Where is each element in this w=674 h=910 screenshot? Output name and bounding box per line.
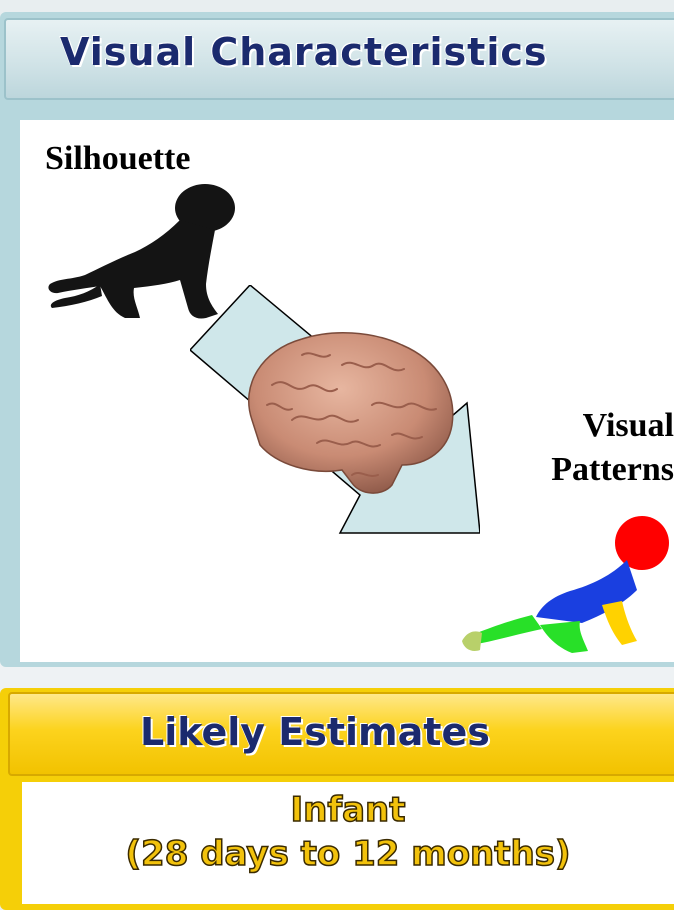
visual-patterns-label: Visual Patterns	[504, 404, 674, 492]
visual-patterns-line2: Patterns	[504, 448, 674, 492]
color-pattern-baby-icon	[462, 505, 674, 660]
estimate-category: Infant	[22, 788, 674, 832]
estimate-age-range: (28 days to 12 months)	[22, 832, 674, 876]
age-estimate: Infant (28 days to 12 months)	[22, 788, 674, 876]
visual-patterns-line1: Visual	[504, 404, 674, 448]
brain-icon	[232, 325, 472, 500]
likely-estimates-title: Likely Estimates	[140, 710, 490, 754]
visual-characteristics-title: Visual Characteristics	[60, 30, 547, 74]
silhouette-label: Silhouette	[45, 140, 190, 178]
